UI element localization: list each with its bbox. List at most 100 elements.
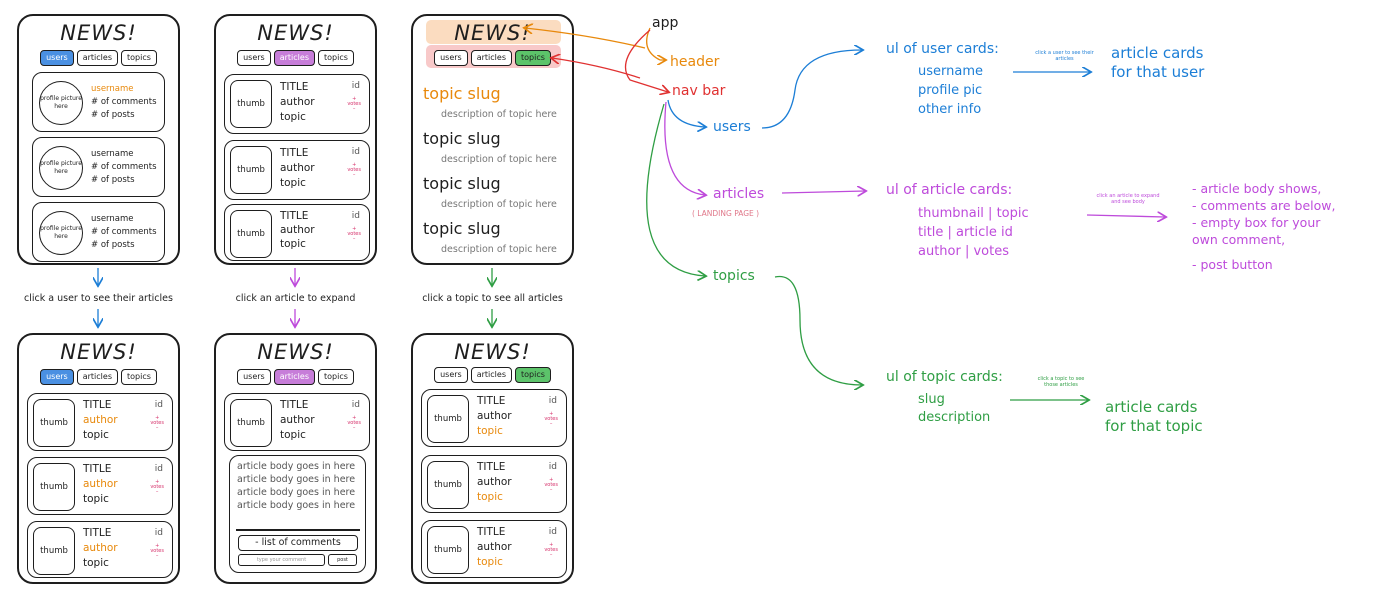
article-topic: topic bbox=[83, 557, 109, 569]
article-id: id bbox=[351, 211, 360, 221]
topic-slug[interactable]: topic slug bbox=[423, 129, 501, 148]
comment-count: # of comments bbox=[91, 97, 157, 107]
article-thumbnail: thumb bbox=[230, 146, 272, 194]
article-card[interactable]: thumb TITLE author topic id +votes– bbox=[27, 393, 173, 451]
tab-topics[interactable]: topics bbox=[514, 367, 551, 383]
article-card[interactable]: thumb TITLE author topic id +votes– bbox=[421, 389, 567, 447]
votes-widget[interactable]: +votes– bbox=[347, 415, 361, 431]
votes-widget[interactable]: +votes– bbox=[544, 477, 558, 493]
username: username bbox=[91, 84, 134, 94]
user-card[interactable]: profile picture here username # of comme… bbox=[32, 137, 165, 197]
article-title: TITLE bbox=[477, 395, 506, 407]
article-card[interactable]: thumb TITLE author topic id +votes– bbox=[421, 455, 567, 513]
profile-picture: profile picture here bbox=[39, 146, 83, 190]
article-topic: topic bbox=[477, 491, 503, 503]
tab-users[interactable]: users bbox=[434, 367, 468, 383]
anno-ul-users-item: profile pic bbox=[918, 83, 983, 98]
anno-ul-topics: ul of topic cards: bbox=[886, 369, 1003, 385]
profile-picture: profile picture here bbox=[39, 211, 83, 255]
votes-widget[interactable]: +votes– bbox=[544, 411, 558, 427]
votes-label: votes bbox=[347, 231, 361, 237]
article-thumbnail: thumb bbox=[427, 526, 469, 574]
comment-input[interactable]: type your comment bbox=[238, 554, 325, 566]
votes-widget[interactable]: +votes– bbox=[347, 96, 361, 112]
article-card[interactable]: thumb TITLE author topic id +votes– bbox=[224, 140, 370, 200]
article-card[interactable]: thumb TITLE author topic id +votes– bbox=[224, 204, 370, 261]
article-card[interactable]: thumb TITLE author topic id +votes– bbox=[27, 457, 173, 515]
tab-users[interactable]: users bbox=[237, 369, 271, 385]
post-button[interactable]: post bbox=[328, 554, 357, 566]
wireframe-users-list: NEWS! users articles topics profile pict… bbox=[17, 14, 180, 265]
article-card[interactable]: thumb TITLE author topic id +votes– bbox=[421, 520, 567, 578]
article-author: author bbox=[83, 478, 118, 490]
anno-ul-users-item: username bbox=[918, 64, 983, 79]
anno-topic-result: article cards bbox=[1105, 398, 1198, 416]
article-id: id bbox=[351, 147, 360, 157]
comments-list: - list of comments bbox=[238, 535, 358, 551]
votes-widget[interactable]: +votes– bbox=[150, 479, 164, 495]
wireframe-expanded-article: NEWS! users articles topics thumb TITLE … bbox=[214, 333, 377, 584]
tab-articles[interactable]: articles bbox=[470, 367, 512, 383]
article-body-card: article body goes in here article body g… bbox=[229, 455, 366, 573]
article-card[interactable]: thumb TITLE author topic id +votes– bbox=[224, 393, 370, 451]
wireframe-topics-list: NEWS! users articles topics topic slug d… bbox=[411, 14, 574, 265]
article-thumbnail: thumb bbox=[33, 399, 75, 447]
tab-articles[interactable]: articles bbox=[76, 369, 118, 385]
anno-article-result: - post button bbox=[1192, 257, 1273, 272]
article-card[interactable]: thumb TITLE author topic id +votes– bbox=[27, 521, 173, 578]
nav-bar: users articles topics bbox=[19, 50, 178, 66]
tab-topics[interactable]: topics bbox=[120, 50, 157, 66]
anno-article-result: own comment, bbox=[1192, 232, 1286, 247]
article-id: id bbox=[154, 400, 163, 410]
article-thumbnail: thumb bbox=[33, 527, 75, 575]
tab-articles[interactable]: articles bbox=[76, 50, 118, 66]
votes-widget[interactable]: +votes– bbox=[544, 542, 558, 558]
votes-widget[interactable]: +votes– bbox=[150, 415, 164, 431]
app-title: NEWS! bbox=[257, 340, 334, 364]
article-title: TITLE bbox=[83, 399, 112, 411]
tab-users[interactable]: users bbox=[40, 50, 74, 66]
navbar-pointer-arrow bbox=[552, 58, 641, 79]
article-title: TITLE bbox=[83, 527, 112, 539]
article-title: TITLE bbox=[280, 210, 309, 222]
anno-ul-articles-item: title | article id bbox=[918, 225, 1013, 240]
article-title: TITLE bbox=[280, 399, 309, 411]
votes-label: votes bbox=[150, 420, 164, 426]
post-count: # of posts bbox=[91, 240, 135, 250]
app-title: NEWS! bbox=[257, 21, 334, 45]
topic-slug[interactable]: topic slug bbox=[423, 174, 501, 193]
topic-slug[interactable]: topic slug bbox=[423, 84, 501, 103]
user-card[interactable]: profile picture here username # of comme… bbox=[32, 202, 165, 262]
tab-topics[interactable]: topics bbox=[317, 369, 354, 385]
wireframe-topic-articles: NEWS! users articles topics thumb TITLE … bbox=[411, 333, 574, 584]
tab-topics[interactable]: topics bbox=[120, 369, 157, 385]
tab-users[interactable]: users bbox=[434, 50, 468, 66]
tab-articles[interactable]: articles bbox=[273, 50, 315, 66]
app-title: NEWS! bbox=[454, 21, 531, 45]
tab-topics[interactable]: topics bbox=[317, 50, 354, 66]
wireframe-user-articles: NEWS! users articles topics thumb TITLE … bbox=[17, 333, 180, 584]
user-card[interactable]: profile picture here username # of comme… bbox=[32, 72, 165, 132]
article-id: id bbox=[154, 464, 163, 474]
votes-label: votes bbox=[150, 484, 164, 490]
app-title: NEWS! bbox=[454, 340, 531, 364]
article-topic: topic bbox=[477, 425, 503, 437]
app-to-navbar-arrow bbox=[624, 29, 669, 92]
tab-users[interactable]: users bbox=[40, 369, 74, 385]
votes-label: votes bbox=[544, 547, 558, 553]
anno-ul-articles-item: thumbnail | topic bbox=[918, 206, 1029, 221]
topic-slug[interactable]: topic slug bbox=[423, 219, 501, 238]
votes-label: votes bbox=[150, 548, 164, 554]
article-author: author bbox=[477, 476, 512, 488]
article-card[interactable]: thumb TITLE author topic id +votes– bbox=[224, 74, 370, 134]
app-to-header-arrow bbox=[646, 27, 665, 60]
votes-widget[interactable]: +votes– bbox=[347, 226, 361, 242]
users-to-cards-arrow bbox=[761, 50, 862, 129]
tab-users[interactable]: users bbox=[237, 50, 271, 66]
votes-widget[interactable]: +votes– bbox=[150, 543, 164, 559]
votes-widget[interactable]: +votes– bbox=[347, 162, 361, 178]
tab-articles[interactable]: articles bbox=[470, 50, 512, 66]
article-id: id bbox=[351, 81, 360, 91]
tab-articles[interactable]: articles bbox=[273, 369, 315, 385]
